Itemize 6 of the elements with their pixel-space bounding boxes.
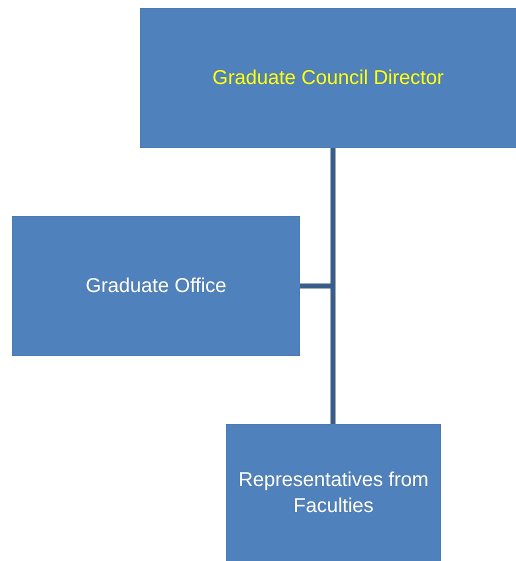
org-box xyxy=(12,216,300,356)
org-box xyxy=(140,8,516,148)
box-label: Graduate Office xyxy=(86,274,226,299)
box-label: Representatives from Faculties xyxy=(237,468,430,518)
org-box xyxy=(226,424,441,561)
box-label: Graduate Council Director xyxy=(212,66,444,91)
